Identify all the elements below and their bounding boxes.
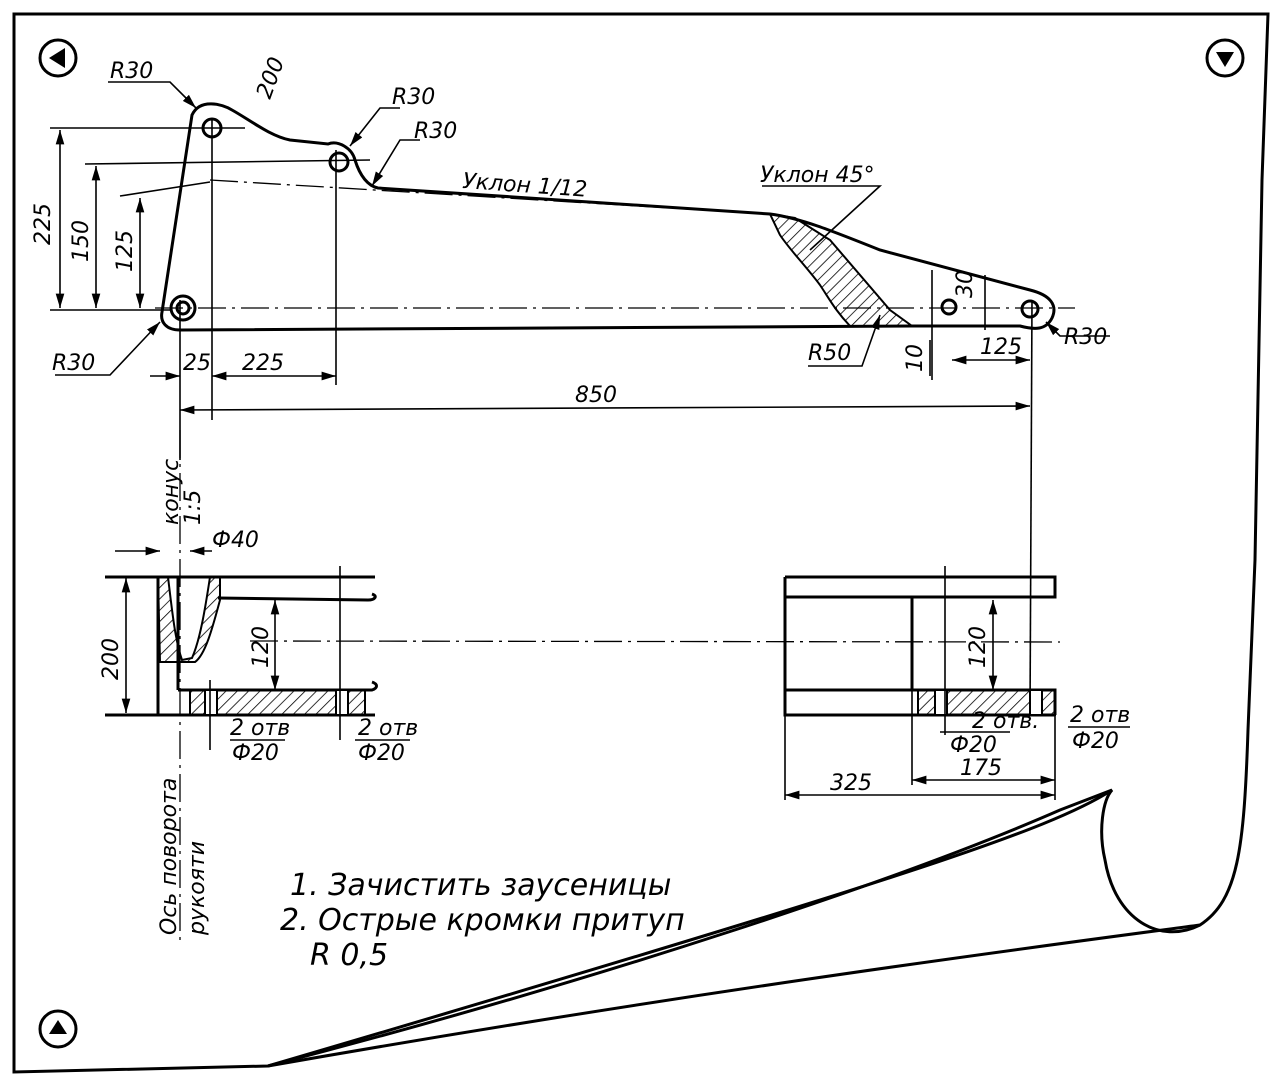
- triangle-up-icon[interactable]: [38, 1009, 78, 1049]
- radius-label: R50: [808, 341, 851, 366]
- holes-label: 2 отв: [358, 716, 418, 741]
- curled-corner: [267, 788, 1201, 1068]
- bottom-view: конус 1:5 Ф40 200 120 120 2 отв Ф20 2 от…: [99, 430, 1130, 940]
- triangle-down-icon[interactable]: [1205, 38, 1245, 78]
- hole-diameter: Ф20: [358, 741, 405, 766]
- dim-label: 125: [113, 230, 138, 272]
- axis-label: Ось поворота: [157, 778, 182, 935]
- hole-diameter: Ф20: [232, 741, 279, 766]
- dim-label: 30: [953, 270, 978, 298]
- dim-label: 325: [830, 771, 872, 796]
- cone-hatch: [156, 576, 221, 663]
- axis-label: рукояти: [185, 841, 210, 936]
- hole: [1020, 299, 1040, 319]
- note-2-continued: R 0,5: [310, 938, 388, 973]
- hole: [328, 151, 350, 173]
- cone-ratio: 1:5: [181, 490, 206, 525]
- triangle-left-icon[interactable]: [38, 38, 78, 78]
- holes-label: 2 отв: [1070, 703, 1130, 728]
- note-1: 1. Зачистить заусеницы: [290, 868, 671, 903]
- holes-label: 2 отв.: [972, 709, 1039, 734]
- lever-outline: [160, 102, 1056, 332]
- dim-label: 125: [980, 335, 1022, 360]
- section-hatch: [768, 212, 916, 327]
- radius-label: R30: [110, 59, 153, 84]
- dim-label: 225: [31, 203, 56, 245]
- dim-label: 150: [69, 220, 94, 262]
- radius-label: R30: [1064, 325, 1107, 350]
- slope-label: Уклон 45°: [760, 163, 875, 188]
- notes: 1. Зачистить заусеницы 2. Острые кромки …: [280, 868, 685, 973]
- slope-label: Уклон 1/12: [462, 169, 588, 203]
- sheet-outline: [12, 12, 1270, 1074]
- holes-label: 2 отв: [230, 716, 290, 741]
- dim-label: 225: [242, 351, 284, 376]
- dim-label: 10: [903, 344, 928, 372]
- height-label: 120: [249, 626, 274, 668]
- dim-label: 25: [183, 351, 211, 376]
- dim-label: 200: [252, 54, 290, 102]
- dim-label: 175: [960, 756, 1002, 781]
- radius-label: R30: [414, 119, 457, 144]
- radius-label: R30: [52, 351, 95, 376]
- diameter-label: Ф40: [212, 528, 259, 553]
- dim-label: 850: [575, 383, 617, 408]
- note-2: 2. Острые кромки притуп: [280, 903, 685, 938]
- hole-diameter: Ф20: [1072, 729, 1119, 754]
- top-view: R30 200 R30 R30 Уклон 1/12 Уклон 45° 225…: [31, 54, 1110, 716]
- hole: [940, 298, 958, 316]
- hole-diameter: Ф20: [950, 733, 997, 758]
- cone-label: конус: [159, 459, 184, 525]
- radius-label: R30: [392, 85, 435, 110]
- height-label: 120: [966, 626, 991, 668]
- height-label: 200: [99, 638, 124, 680]
